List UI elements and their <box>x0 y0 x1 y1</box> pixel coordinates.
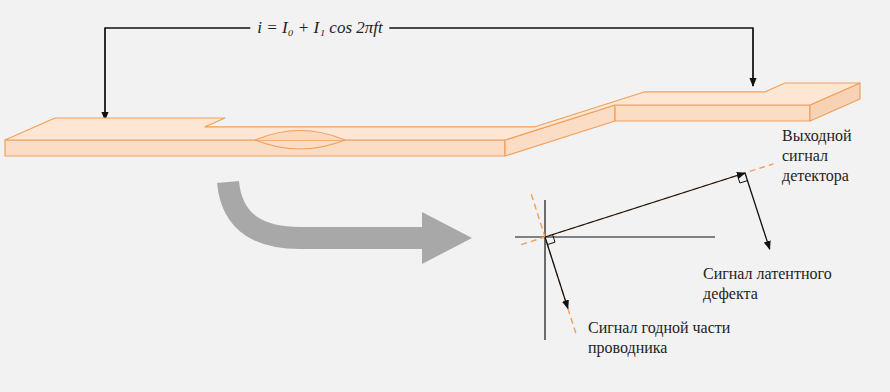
good-signal-label: Сигнал годной части проводника <box>588 318 788 358</box>
conductor-right-face <box>615 105 810 121</box>
good-signal-vector <box>545 237 568 308</box>
right-angle-mark <box>737 175 747 183</box>
conductor-front-face <box>5 140 505 156</box>
conductor <box>5 83 860 156</box>
imag-axis <box>544 200 545 340</box>
conductor-top-face <box>5 83 860 140</box>
right-angle-mark <box>547 235 555 245</box>
transition-arrow <box>228 182 425 238</box>
output-signal-vector <box>545 173 745 237</box>
detection-axis <box>521 164 773 245</box>
transition-arrow-head <box>422 212 472 264</box>
output-signal-label: Выходной сигнал детектора <box>782 126 882 186</box>
feed-arrow-left <box>104 28 105 120</box>
conductor-defect-edge <box>255 140 345 149</box>
defect-signal-vector <box>745 173 770 249</box>
conductor-defect-dent <box>255 131 345 141</box>
defect-signal-label: Сигнал латентного дефекта <box>703 264 878 304</box>
feed-arrow-right <box>752 28 753 86</box>
suppression-axis <box>531 194 576 335</box>
current-formula: i = I₀ + I₁ cos 2πft <box>250 18 389 38</box>
